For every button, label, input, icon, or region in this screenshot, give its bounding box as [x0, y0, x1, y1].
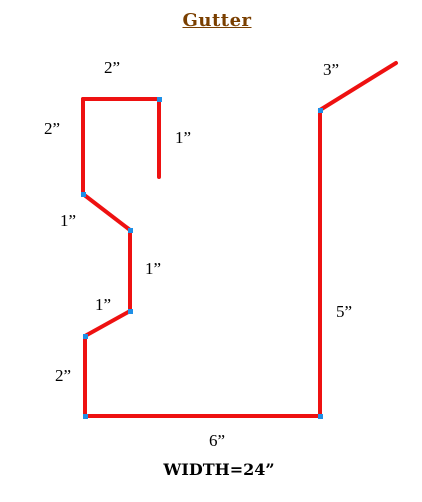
label-upper-diagonal: 1” [60, 211, 77, 230]
vertex-marker [83, 414, 88, 419]
segment-upper-diagonal [81, 192, 132, 232]
vertex-marker [83, 334, 88, 339]
label-top-left-side: 2” [44, 119, 61, 138]
segment-lower-diagonal [83, 309, 132, 338]
label-lower-diagonal: 1” [95, 295, 112, 314]
vertex-marker [81, 192, 86, 197]
vertex-marker [318, 414, 323, 419]
label-back: 5” [336, 302, 353, 321]
label-bottom: 6” [209, 431, 226, 450]
diagram-title: Gutter [182, 10, 252, 31]
vertex-marker [128, 228, 133, 233]
segment-back-lip [318, 61, 398, 112]
label-back-lip: 3” [323, 60, 340, 79]
label-top-drip: 1” [175, 128, 192, 147]
label-top-flange: 2” [104, 58, 121, 77]
vertex-marker [318, 108, 323, 113]
label-mid-vertical: 1” [145, 259, 162, 278]
vertex-marker [128, 309, 133, 314]
width-caption: WIDTH=24” [163, 460, 275, 479]
vertex-marker [157, 97, 162, 102]
label-lower-left-side: 2” [55, 366, 72, 385]
